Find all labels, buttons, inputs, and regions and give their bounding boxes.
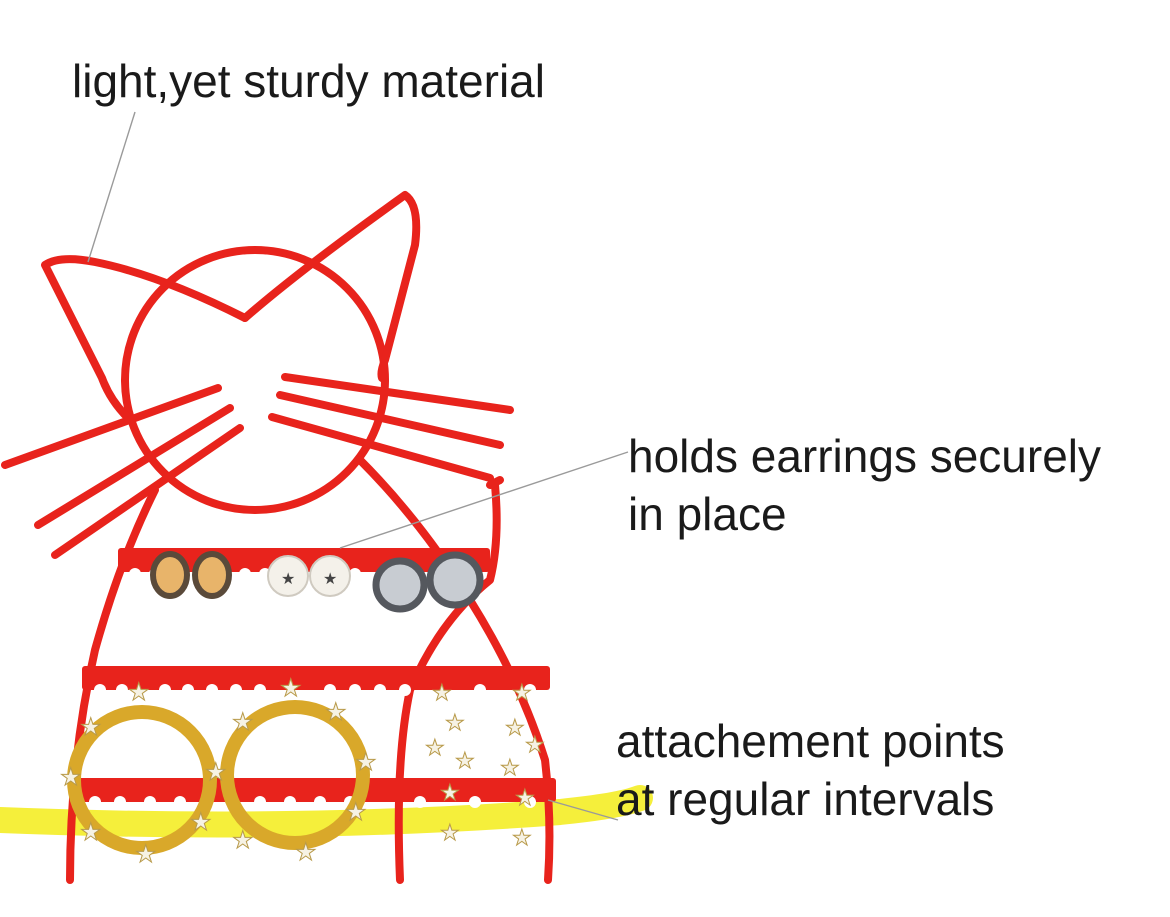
callout-attachment-points: attachement points at regular intervals bbox=[616, 712, 1005, 828]
whisker-left-3 bbox=[51, 424, 244, 559]
svg-text:★: ★ bbox=[505, 716, 525, 741]
callout-holds-securely: holds earrings securely in place bbox=[628, 427, 1101, 543]
hoop-right bbox=[220, 700, 370, 850]
stud-opal-2 bbox=[192, 551, 232, 599]
svg-text:★: ★ bbox=[325, 698, 347, 726]
svg-text:★: ★ bbox=[60, 763, 82, 791]
callout-attach-line1: attachement points bbox=[616, 715, 1005, 767]
stud-crystal-1 bbox=[372, 557, 428, 613]
callout-holds-line1: holds earrings securely bbox=[628, 430, 1102, 482]
stud-pearl-1 bbox=[267, 555, 309, 597]
stud-crystal-2 bbox=[426, 551, 484, 609]
svg-text:★: ★ bbox=[432, 681, 452, 706]
hoop-left bbox=[67, 705, 217, 855]
bar-middle bbox=[82, 666, 550, 690]
svg-text:★: ★ bbox=[355, 748, 377, 776]
callout-attach-line2: at regular intervals bbox=[616, 773, 995, 825]
stud-opal-1 bbox=[150, 551, 190, 599]
svg-text:★: ★ bbox=[232, 708, 254, 736]
cat-frame bbox=[1, 191, 554, 884]
svg-text:★: ★ bbox=[440, 781, 460, 806]
svg-text:★: ★ bbox=[232, 826, 254, 854]
svg-text:★: ★ bbox=[525, 733, 545, 758]
svg-text:★: ★ bbox=[345, 798, 367, 826]
whisker-left-1 bbox=[1, 384, 222, 469]
callout-material: light,yet sturdy material bbox=[72, 52, 545, 110]
whisker-right-2 bbox=[276, 391, 504, 449]
svg-text:★: ★ bbox=[323, 569, 337, 588]
svg-text:★: ★ bbox=[128, 678, 150, 706]
leader-lines bbox=[87, 111, 629, 821]
whisker-right-3 bbox=[268, 413, 494, 482]
yellow-highlight-stroke bbox=[0, 785, 653, 838]
leader-holds bbox=[339, 451, 629, 549]
stud-pearl-2 bbox=[309, 555, 351, 597]
gold-hoop-earrings bbox=[67, 700, 370, 855]
svg-text:★: ★ bbox=[425, 736, 445, 761]
leader-attach bbox=[547, 799, 619, 821]
svg-text:★: ★ bbox=[455, 749, 475, 774]
star-dangle-earrings: ★★★ ★★★ ★★★ ★★★ bbox=[425, 681, 546, 852]
cat-left-ear bbox=[41, 255, 249, 422]
svg-text:★: ★ bbox=[280, 674, 302, 702]
svg-text:★: ★ bbox=[295, 838, 317, 866]
svg-text:★: ★ bbox=[205, 758, 227, 786]
stud-earrings-row: ★ ★ bbox=[150, 551, 484, 613]
svg-text:★: ★ bbox=[80, 818, 102, 846]
svg-text:★: ★ bbox=[500, 756, 520, 781]
svg-text:★: ★ bbox=[512, 826, 532, 851]
whisker-right-1 bbox=[281, 373, 514, 414]
svg-text:★: ★ bbox=[440, 821, 460, 846]
svg-text:★: ★ bbox=[281, 569, 295, 588]
svg-text:★: ★ bbox=[135, 840, 157, 868]
callout-holds-line2: in place bbox=[628, 488, 787, 540]
svg-text:★: ★ bbox=[445, 711, 465, 736]
svg-text:★: ★ bbox=[190, 808, 212, 836]
tail-tip bbox=[486, 476, 504, 489]
svg-text:★: ★ bbox=[515, 786, 535, 811]
svg-text:★: ★ bbox=[80, 713, 102, 741]
hoop-stars: ★★★ ★★★ ★★★ ★★★ ★★ bbox=[60, 674, 378, 869]
bar-bottom bbox=[76, 778, 556, 802]
cat-right-ear bbox=[241, 191, 421, 382]
svg-text:★: ★ bbox=[512, 681, 532, 706]
callout-material-line1: light,yet sturdy material bbox=[72, 55, 545, 107]
cat-body bbox=[66, 456, 554, 884]
whisker-left-2 bbox=[34, 404, 234, 529]
leader-material bbox=[87, 111, 136, 263]
cat-head bbox=[121, 246, 389, 514]
